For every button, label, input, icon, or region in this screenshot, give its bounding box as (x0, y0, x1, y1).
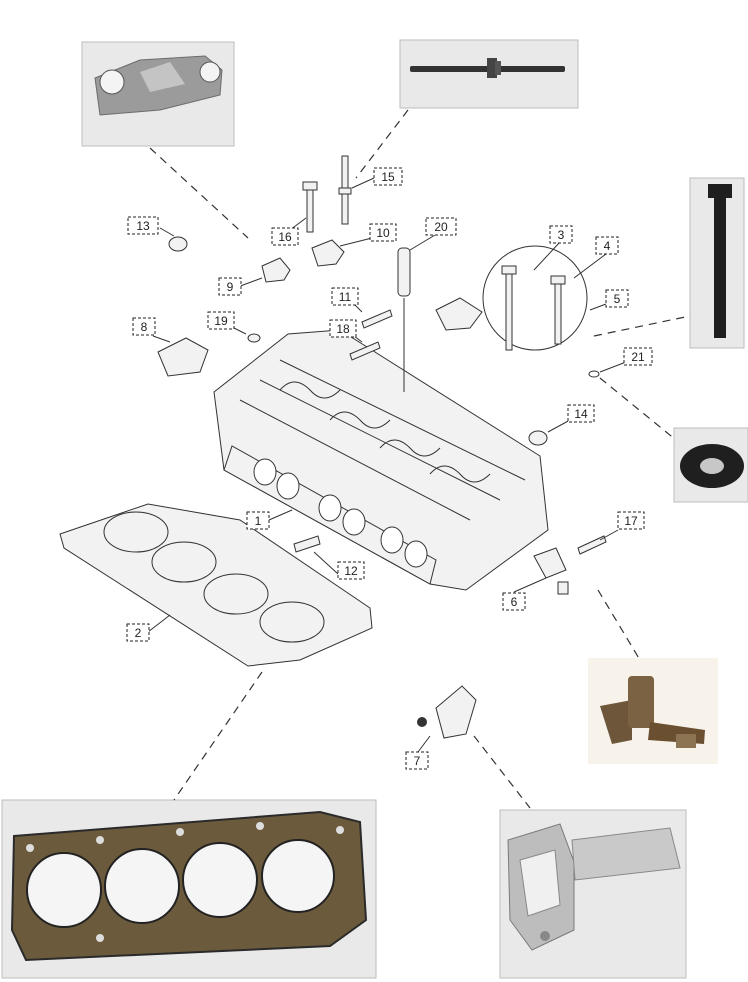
cylinder-head (213, 329, 549, 591)
callout-3: 3 (549, 225, 573, 244)
photo-long-bolt (399, 39, 579, 109)
svg-text:13: 13 (136, 219, 150, 233)
svg-text:15: 15 (381, 170, 395, 184)
callout-2: 2 (126, 623, 150, 642)
leaders (147, 177, 627, 753)
callout-11: 11 (331, 287, 359, 306)
svg-text:11: 11 (339, 290, 352, 304)
svg-text:10: 10 (376, 226, 390, 240)
photo-links (149, 109, 691, 809)
callout-8: 8 (132, 317, 156, 336)
svg-text:14: 14 (574, 407, 588, 421)
svg-text:3: 3 (558, 228, 565, 242)
callout-1: 1 (246, 511, 270, 530)
callout-10: 10 (369, 223, 397, 242)
callouts: 1 2 3 4 5 6 7 8 9 10 11 12 13 14 15 16 1… (126, 167, 653, 770)
callout-17: 17 (617, 511, 645, 530)
photo-head-gasket (1, 799, 377, 979)
callout-15: 15 (373, 167, 403, 186)
callout-13: 13 (127, 216, 159, 235)
photo-head-bolt (689, 177, 745, 349)
callout-12: 12 (337, 561, 365, 580)
svg-text:18: 18 (336, 322, 350, 336)
svg-text:1: 1 (255, 514, 262, 528)
photo-washer (673, 427, 748, 503)
svg-text:5: 5 (614, 292, 621, 306)
svg-text:16: 16 (278, 230, 292, 244)
svg-text:20: 20 (434, 220, 448, 234)
svg-text:12: 12 (344, 564, 358, 578)
svg-text:17: 17 (624, 514, 638, 528)
head-gasket (59, 503, 373, 667)
callout-14: 14 (567, 404, 595, 423)
callout-20: 20 (425, 217, 457, 236)
callout-9: 9 (218, 277, 242, 296)
svg-text:6: 6 (511, 595, 518, 609)
svg-text:7: 7 (414, 754, 421, 768)
photo-cam-sensor (588, 658, 718, 764)
callout-16: 16 (271, 227, 299, 246)
svg-text:8: 8 (141, 320, 148, 334)
svg-text:4: 4 (604, 239, 611, 253)
callout-19: 19 (207, 311, 235, 330)
callout-5: 5 (605, 289, 629, 308)
svg-text:2: 2 (135, 626, 142, 640)
callout-21: 21 (623, 347, 653, 366)
svg-text:21: 21 (631, 350, 645, 364)
svg-text:9: 9 (227, 280, 234, 294)
callout-6: 6 (502, 592, 526, 611)
callout-7: 7 (405, 751, 429, 770)
svg-text:19: 19 (214, 314, 228, 328)
small-parts (157, 155, 607, 739)
callout-18: 18 (329, 319, 357, 338)
photo-water-outlet (499, 809, 687, 979)
photo-bearing-cap (81, 41, 235, 147)
callout-4: 4 (595, 236, 619, 255)
